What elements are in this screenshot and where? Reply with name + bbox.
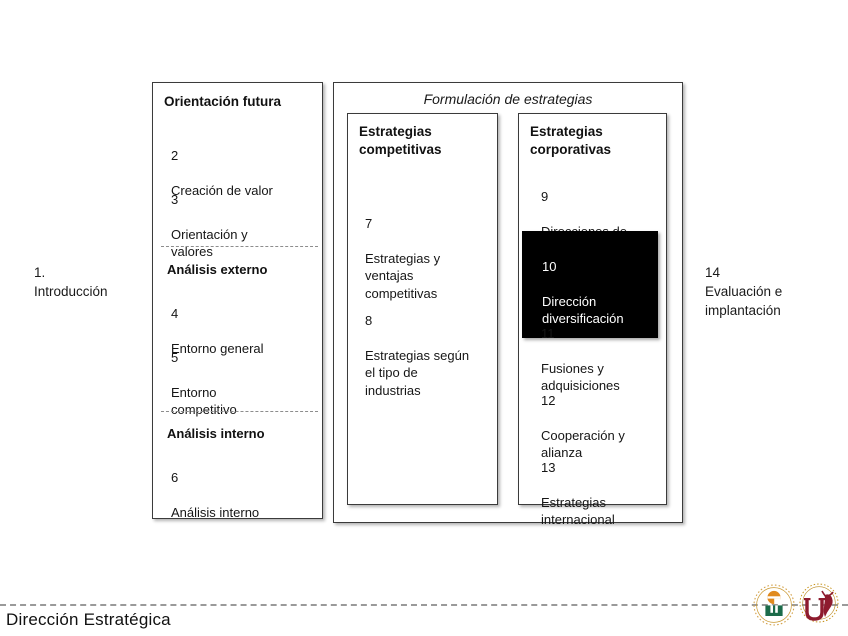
stage-label-evaluacion: 14 Evaluación e implantación xyxy=(705,265,783,318)
stage-label-introduccion: 1. Introducción xyxy=(34,265,108,299)
entry-7: 7 Estrategias y ventajas competitivas xyxy=(365,197,440,302)
panel-heading-orientacion-futura: Orientación futura xyxy=(164,94,282,109)
entry-5: 5 Entorno competitivo xyxy=(171,331,237,419)
separator-dashed-upper xyxy=(161,246,318,247)
panel-estrategias-competitivas: Estrategias competitivas 7 Estrategias y… xyxy=(347,113,498,505)
entry-8: 8 Estrategias según el tipo de industria… xyxy=(365,294,469,399)
entry-13-number: 13 xyxy=(541,459,556,475)
entry-7-text: Estrategias y ventajas competitivas xyxy=(365,250,441,301)
entry-8-text: Estrategias según el tipo de industrias xyxy=(365,347,470,398)
panel-heading-estrategias-competitivas: Estrategias competitivas xyxy=(359,124,442,157)
separator-dashed-lower xyxy=(161,411,318,412)
entry-2: 2 Creación de valor xyxy=(171,129,273,199)
entry-13-text: Estrategias internacional xyxy=(541,494,615,528)
entry-9-number: 9 xyxy=(541,188,549,204)
entry-6: 6 Análisis interno xyxy=(171,451,259,521)
entry-4-text: Entorno general xyxy=(171,340,264,356)
entry-11-number: 11 xyxy=(541,325,555,341)
subheading-analisis-interno: Análisis interno xyxy=(167,426,265,441)
entry-12: 12 Cooperación y alianza xyxy=(541,374,625,462)
entry-10-highlighted[interactable]: 10 Dirección diversificación xyxy=(522,231,658,338)
logo-universidad xyxy=(795,581,843,629)
entry-3-text: Orientación y valores xyxy=(171,226,248,260)
entry-2-number: 2 xyxy=(171,147,179,163)
entry-6-number: 6 xyxy=(171,469,179,485)
panel-estrategias-corporativas: Estrategias corporativas 9 Direcciones d… xyxy=(518,113,667,527)
entry-11-text: Fusiones y adquisiciones xyxy=(541,360,620,394)
panel-title-formulacion: Formulación de estrategias xyxy=(423,91,593,107)
entry-8-number: 8 xyxy=(365,312,373,328)
entry-10-text: Dirección diversificación xyxy=(542,293,624,327)
entry-3-number: 3 xyxy=(171,191,179,207)
entry-12-text: Cooperación y alianza xyxy=(541,427,625,461)
entry-4-number: 4 xyxy=(171,305,179,321)
entry-5-text: Entorno competitivo xyxy=(171,384,237,418)
entry-4: 4 Entorno general xyxy=(171,287,264,357)
entry-11: 11 Fusiones y adquisiciones xyxy=(541,307,620,395)
entry-6-text: Análisis interno xyxy=(171,504,260,520)
entry-10-number: 10 xyxy=(542,258,557,274)
footer-divider xyxy=(0,604,848,606)
footer-title: Dirección Estratégica xyxy=(6,610,171,629)
entry-7-number: 7 xyxy=(365,215,373,231)
entry-5-number: 5 xyxy=(171,349,179,365)
entry-13: 13 Estrategias internacional xyxy=(541,441,615,529)
entry-3: 3 Orientación y valores xyxy=(171,173,248,261)
entry-12-number: 12 xyxy=(541,392,556,408)
panel-heading-estrategias-corporativas: Estrategias corporativas xyxy=(530,124,612,157)
entry-2-text: Creación de valor xyxy=(171,182,273,198)
subheading-analisis-externo: Análisis externo xyxy=(167,262,268,277)
panel-orientacion-futura: Orientación futura 2 Creación de valor 3… xyxy=(152,82,323,521)
logo-escuela-em xyxy=(752,582,796,628)
